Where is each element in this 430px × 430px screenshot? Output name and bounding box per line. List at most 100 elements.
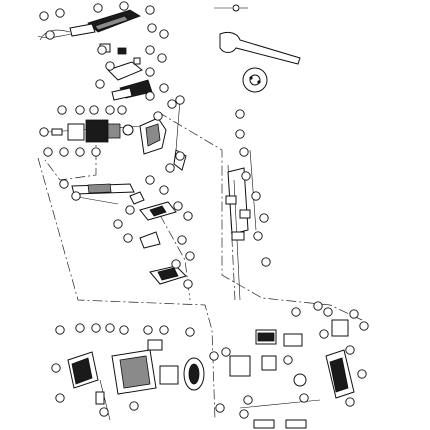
callout-circle	[185, 327, 195, 337]
callout-circle	[253, 231, 263, 241]
callout-circle	[145, 91, 155, 101]
callout-circle	[241, 171, 251, 181]
callout-bubble	[171, 259, 181, 269]
callout-circle	[71, 191, 81, 201]
callout-bubble	[39, 11, 49, 21]
callout-bubble	[283, 355, 293, 365]
callout-bubble	[105, 61, 115, 71]
callout-bubble	[99, 407, 109, 417]
callout-circle	[55, 393, 65, 403]
callout-circle	[91, 147, 101, 157]
callout-bubble	[91, 147, 101, 157]
callout-circle	[345, 345, 355, 355]
callout-bubble	[235, 109, 245, 119]
callout-bubble	[175, 95, 185, 105]
callout-bubble	[59, 179, 69, 189]
callout-bubble	[215, 403, 225, 413]
callout-bubble	[177, 235, 187, 245]
callout-bubble	[75, 105, 85, 115]
callout-circle	[45, 30, 55, 40]
side-handle	[71, 183, 135, 205]
callout-bubble	[239, 409, 249, 419]
upper-handle-assembly	[37, 9, 153, 101]
callout-bubble	[185, 251, 195, 261]
callout-circle	[95, 79, 105, 89]
callout-circle	[159, 185, 169, 195]
callout-bubble	[345, 397, 355, 407]
callout-circle	[39, 127, 49, 137]
callout-circle	[173, 201, 183, 211]
callout-bubble	[145, 175, 155, 185]
callout-circle	[291, 307, 301, 317]
callout-circle	[125, 205, 135, 215]
callout-bubble	[117, 105, 127, 115]
callout-circle	[177, 235, 187, 245]
callout-circle	[105, 105, 115, 115]
callout-circle	[159, 325, 169, 335]
shaft-assembly	[225, 149, 257, 301]
callout-circle	[57, 105, 67, 115]
callout-circle	[153, 111, 163, 121]
callout-circle	[183, 211, 193, 221]
callout-circle	[185, 251, 195, 261]
callout-circle	[175, 95, 185, 105]
callout-circle	[93, 3, 103, 13]
callout-bubble	[241, 171, 251, 181]
callout-bubble	[57, 105, 67, 115]
callout-bubble	[105, 105, 115, 115]
callout-circle	[51, 363, 61, 373]
callout-bubble	[105, 323, 115, 333]
callout-bubble	[185, 327, 195, 337]
callout-bubble	[159, 83, 169, 93]
callout-circle	[313, 301, 323, 311]
callout-circle	[105, 61, 115, 71]
callout-bubbles	[39, 1, 369, 419]
callout-bubble	[349, 309, 359, 319]
callout-circle	[119, 325, 129, 335]
callout-bubble	[55, 393, 65, 403]
callout-bubble	[45, 30, 55, 40]
callout-circle	[323, 307, 333, 317]
callout-bubble	[123, 233, 133, 243]
callout-bubble	[39, 127, 49, 137]
callout-circle	[243, 395, 253, 405]
callout-bubble	[145, 91, 155, 101]
callout-bubble	[253, 231, 263, 241]
callout-circle	[129, 401, 139, 411]
callout-circle	[259, 213, 269, 223]
callout-circle	[239, 409, 249, 419]
callout-bubble	[167, 99, 177, 109]
callout-circle	[221, 347, 231, 357]
callout-bubble	[221, 347, 231, 357]
callout-circle	[145, 67, 155, 77]
callout-circle	[117, 105, 127, 115]
callout-bubble	[119, 1, 129, 11]
callout-circle	[209, 351, 219, 361]
callout-bubble	[93, 3, 103, 13]
callout-circle	[159, 83, 169, 93]
callout-bubble	[147, 23, 157, 33]
callout-bubble	[359, 321, 369, 331]
callout-bubble	[125, 205, 135, 215]
callout-circle	[59, 179, 69, 189]
callout-bubble	[183, 211, 193, 221]
callout-circle	[215, 403, 225, 413]
callout-bubble	[259, 213, 269, 223]
callout-bubble	[143, 325, 153, 335]
callout-circle	[145, 175, 155, 185]
callout-circle	[251, 191, 261, 201]
callout-bubble	[145, 5, 155, 15]
callout-bubble	[153, 111, 163, 121]
callout-circle	[261, 257, 271, 267]
callout-bubble	[299, 393, 309, 403]
callout-circle	[165, 163, 175, 173]
callout-circle	[75, 105, 85, 115]
callout-bubble	[51, 363, 61, 373]
callout-circle	[183, 279, 193, 289]
callout-bubble	[59, 147, 69, 157]
callout-circle	[59, 147, 69, 157]
callout-circle	[359, 321, 369, 331]
callout-bubble	[235, 129, 245, 139]
callout-circle	[119, 1, 129, 11]
callout-circle	[99, 407, 109, 417]
